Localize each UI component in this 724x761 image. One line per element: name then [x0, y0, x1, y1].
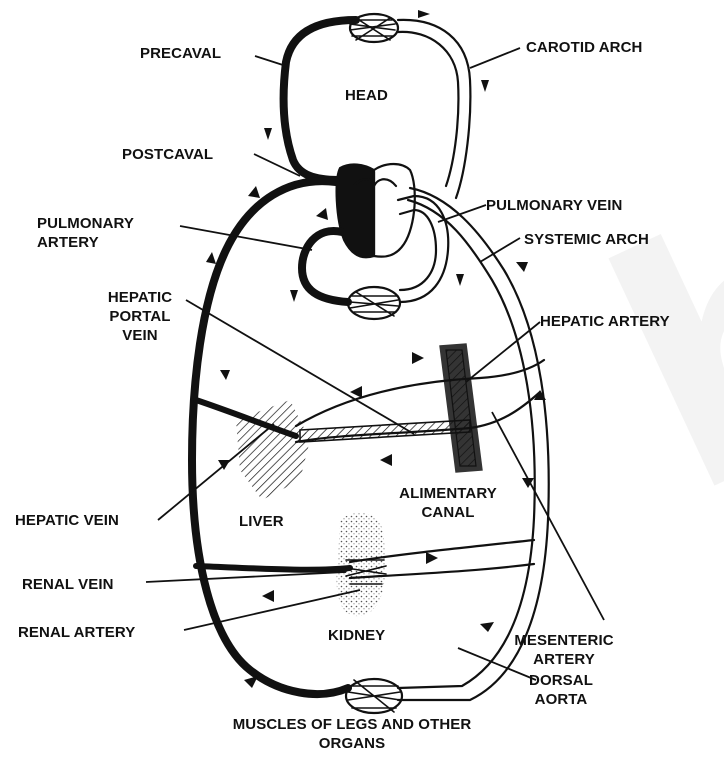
- arrow-pulmonary-down: [290, 290, 298, 302]
- heart: [337, 164, 415, 257]
- muscle-capillary-bed: [348, 680, 400, 712]
- leader-carotid: [470, 48, 520, 68]
- label-precaval: PRECAVAL: [140, 44, 221, 63]
- leader-hepatic-artery: [466, 322, 540, 382]
- leader-pulmonary-vein: [438, 205, 486, 222]
- leader-systemic-arch: [480, 238, 520, 262]
- arrow-renal-vein: [262, 590, 274, 602]
- heart-left-side: [374, 164, 415, 257]
- arrow-dorsal-aorta: [480, 622, 494, 632]
- heart-right-side: [337, 164, 374, 257]
- kidney-stipple: [337, 513, 386, 616]
- label-pulmonary-vein: PULMONARY VEIN: [486, 196, 622, 215]
- label-muscles: MUSCLES OF LEGS AND OTHER ORGANS: [232, 715, 472, 753]
- renal-vein-vessel: [196, 566, 350, 570]
- arrow-portal-up: [412, 352, 424, 364]
- arrow-portal-top: [350, 386, 362, 398]
- label-systemic-arch: SYSTEMIC ARCH: [524, 230, 649, 249]
- leader-precaval: [255, 56, 286, 66]
- arrow-precaval: [264, 128, 272, 140]
- muscle-capillary: [346, 679, 402, 713]
- label-pulmonary-artery: PULMONARY ARTERY: [37, 214, 177, 252]
- liver-hatching: [236, 400, 310, 500]
- arrow-postcaval: [248, 186, 260, 198]
- label-renal-artery: RENAL ARTERY: [18, 623, 135, 642]
- arrow-lower-left: [244, 676, 258, 688]
- label-kidney: KIDNEY: [328, 626, 385, 645]
- label-hepatic-artery: HEPATIC ARTERY: [540, 312, 670, 331]
- arrow-postcaval-up: [206, 252, 216, 264]
- label-mesenteric-artery: MESENTERIC ARTERY: [494, 631, 634, 669]
- arrow-systemic: [516, 262, 528, 272]
- lung-capillary-bed: [350, 292, 398, 316]
- label-postcaval: POSTCAVAL: [122, 145, 213, 164]
- arrow-head-top: [418, 10, 430, 18]
- hepatic-portal-stripe: [300, 420, 470, 442]
- label-head: HEAD: [345, 86, 388, 105]
- leader-renal-vein: [146, 572, 346, 582]
- pulmonary-artery-vessel: [302, 231, 348, 302]
- leader-pulmonary-artery: [180, 226, 312, 250]
- arrow-carotid: [481, 80, 489, 92]
- label-liver: LIVER: [239, 512, 284, 531]
- leader-hepatic-portal: [186, 300, 414, 434]
- liver-gut: [196, 344, 544, 500]
- label-dorsal-aorta: DORSAL AORTA: [506, 671, 616, 709]
- label-hepatic-vein: HEPATIC VEIN: [15, 511, 119, 530]
- arrow-portal-back: [380, 454, 392, 466]
- carotid-inner: [398, 32, 458, 186]
- arrow-pulmonary-vein: [456, 274, 464, 286]
- arrow-renal-artery: [426, 552, 438, 564]
- arrow-heart-in: [316, 208, 328, 220]
- arrow-left-mid: [220, 370, 230, 380]
- label-renal-vein: RENAL VEIN: [22, 575, 114, 594]
- label-hepatic-portal-vein: HEPATIC PORTAL VEIN: [90, 288, 190, 345]
- label-carotid-arch: CAROTID ARCH: [526, 38, 642, 57]
- label-alimentary-canal: ALIMENTARY CANAL: [378, 484, 518, 522]
